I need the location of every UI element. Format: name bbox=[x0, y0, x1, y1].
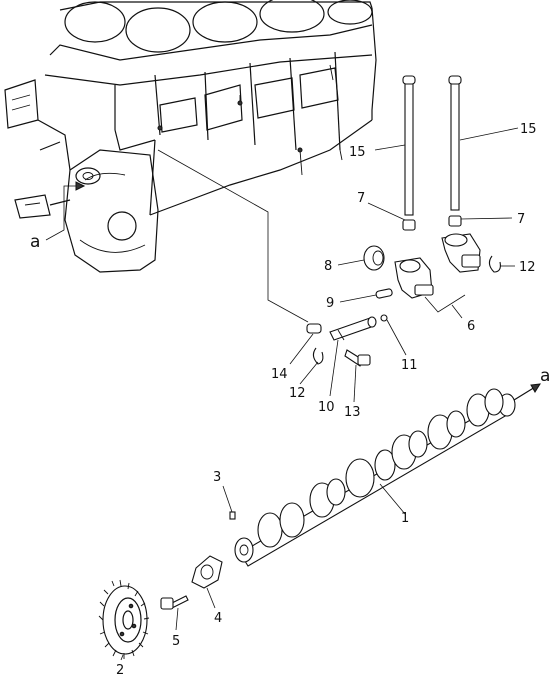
callout-14: 14 bbox=[271, 367, 288, 382]
camshaft-arrow-head bbox=[530, 383, 541, 393]
callout-8: 8 bbox=[324, 259, 332, 274]
lever-shaft-10 bbox=[329, 316, 377, 341]
callout-12-left: 12 bbox=[289, 386, 306, 401]
ball-11 bbox=[380, 314, 388, 322]
bracket-6 bbox=[424, 294, 466, 313]
cam-gear-2 bbox=[98, 579, 150, 659]
callout-2: 2 bbox=[116, 663, 124, 678]
snap-ring-left bbox=[312, 347, 324, 365]
tappet-lever-left bbox=[394, 257, 434, 299]
callout-3: 3 bbox=[213, 470, 221, 485]
callout-10: 10 bbox=[318, 400, 335, 415]
callout-7-left: 7 bbox=[357, 191, 365, 206]
callout-labels: 1 2 3 4 5 6 7 7 8 9 10 11 12 12 13 14 15… bbox=[30, 122, 550, 678]
camshaft bbox=[234, 388, 516, 567]
pin-9 bbox=[375, 288, 393, 299]
push-rod-right bbox=[448, 75, 462, 211]
callout-7-right: 7 bbox=[517, 212, 525, 227]
callout-12-right: 12 bbox=[519, 260, 536, 275]
ref-a-left: a bbox=[30, 232, 40, 252]
push-rod-left bbox=[402, 75, 416, 216]
callout-6: 6 bbox=[467, 319, 475, 334]
callout-15-right: 15 bbox=[520, 122, 537, 137]
callout-1: 1 bbox=[401, 511, 409, 526]
callout-15-left: 15 bbox=[349, 145, 366, 160]
callout-11: 11 bbox=[401, 358, 418, 373]
roller-8 bbox=[363, 245, 385, 271]
callout-5: 5 bbox=[172, 634, 180, 649]
snap-ring-right bbox=[488, 255, 501, 273]
ref-a-right: a bbox=[540, 366, 550, 386]
engine-block bbox=[4, 0, 377, 273]
leader-lines bbox=[45, 127, 519, 661]
block-leader-line bbox=[157, 149, 309, 323]
key-3 bbox=[229, 511, 236, 520]
ball-socket-left bbox=[402, 219, 416, 231]
bolt-13 bbox=[344, 349, 371, 367]
bolt-5 bbox=[160, 595, 189, 610]
callout-4: 4 bbox=[214, 611, 222, 626]
callout-9: 9 bbox=[326, 296, 334, 311]
callout-13: 13 bbox=[344, 405, 361, 420]
ball-socket-right bbox=[448, 215, 462, 227]
plug-14 bbox=[306, 323, 322, 334]
thrust-plate-4 bbox=[191, 555, 223, 589]
tappet-lever-right bbox=[441, 233, 481, 273]
